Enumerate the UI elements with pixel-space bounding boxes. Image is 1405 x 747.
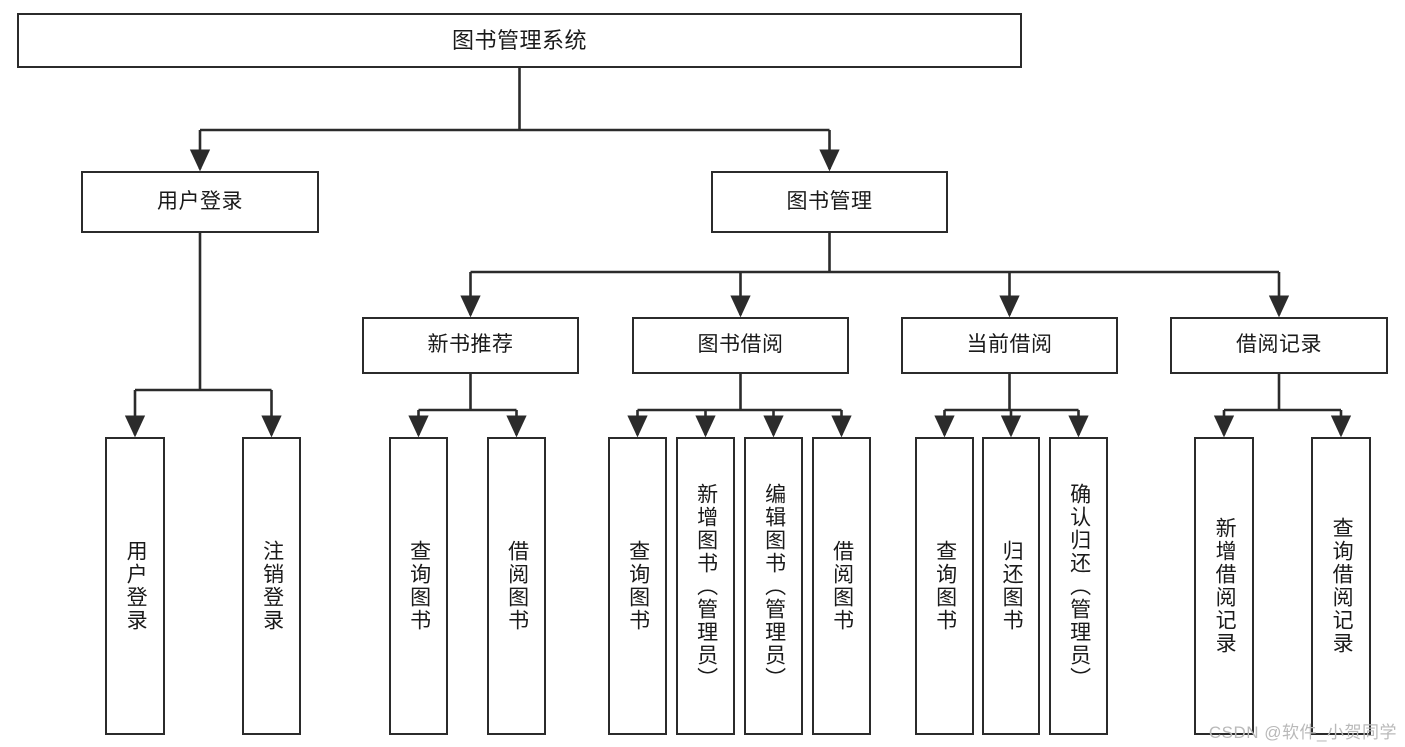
node-label: 新增图书（管理员） <box>694 482 718 690</box>
watermark-label: CSDN @软件_小贺同学 <box>1208 723 1397 742</box>
node-records[interactable]: 借阅记录 <box>1170 317 1388 374</box>
node-bookmgmt[interactable]: 图书管理 <box>711 171 948 233</box>
node-leaf-current-1[interactable]: 查询图书 <box>915 437 974 735</box>
node-label: 借阅图书 <box>830 540 854 632</box>
node-label: 借阅记录 <box>1236 333 1322 357</box>
node-login[interactable]: 用户登录 <box>81 171 319 233</box>
node-label: 用户登录 <box>157 189 243 213</box>
node-label: 图书借阅 <box>697 333 784 357</box>
node-root[interactable]: 图书管理系统 <box>17 13 1022 68</box>
node-label: 查询图书 <box>626 540 650 632</box>
node-leaf-borrow-4[interactable]: 借阅图书 <box>812 437 871 735</box>
node-label: 查询图书 <box>933 540 957 632</box>
node-label: 查询借阅记录 <box>1330 517 1354 655</box>
node-leaf-current-2[interactable]: 归还图书 <box>982 437 1040 735</box>
node-borrow[interactable]: 图书借阅 <box>632 317 849 374</box>
node-label: 当前借阅 <box>966 333 1053 357</box>
node-leaf-login-1[interactable]: 用户登录 <box>105 437 165 735</box>
node-leaf-new-2[interactable]: 借阅图书 <box>487 437 546 735</box>
node-leaf-login-2[interactable]: 注销登录 <box>242 437 301 735</box>
node-label: 图书管理 <box>786 189 873 213</box>
node-leaf-rec-1[interactable]: 新增借阅记录 <box>1194 437 1254 735</box>
node-label: 注销登录 <box>260 540 284 632</box>
node-label: 新书推荐 <box>427 333 514 357</box>
node-leaf-current-3[interactable]: 确认归还（管理员） <box>1049 437 1108 735</box>
node-label: 归还图书 <box>1000 540 1024 632</box>
node-newbook[interactable]: 新书推荐 <box>362 317 579 374</box>
node-current[interactable]: 当前借阅 <box>901 317 1118 374</box>
node-label: 确认归还（管理员） <box>1067 482 1091 690</box>
edge-paths <box>124 68 1352 438</box>
node-leaf-borrow-1[interactable]: 查询图书 <box>608 437 667 735</box>
node-label: 用户登录 <box>124 540 148 632</box>
node-leaf-borrow-2[interactable]: 新增图书（管理员） <box>676 437 735 735</box>
node-leaf-new-1[interactable]: 查询图书 <box>389 437 448 735</box>
node-label: 编辑图书（管理员） <box>762 482 786 690</box>
node-label: 借阅图书 <box>505 540 529 632</box>
node-label: 查询图书 <box>407 540 431 632</box>
node-leaf-borrow-3[interactable]: 编辑图书（管理员） <box>744 437 803 735</box>
node-label: 图书管理系统 <box>451 27 587 53</box>
node-leaf-rec-2[interactable]: 查询借阅记录 <box>1311 437 1371 735</box>
node-label: 新增借阅记录 <box>1213 517 1237 655</box>
